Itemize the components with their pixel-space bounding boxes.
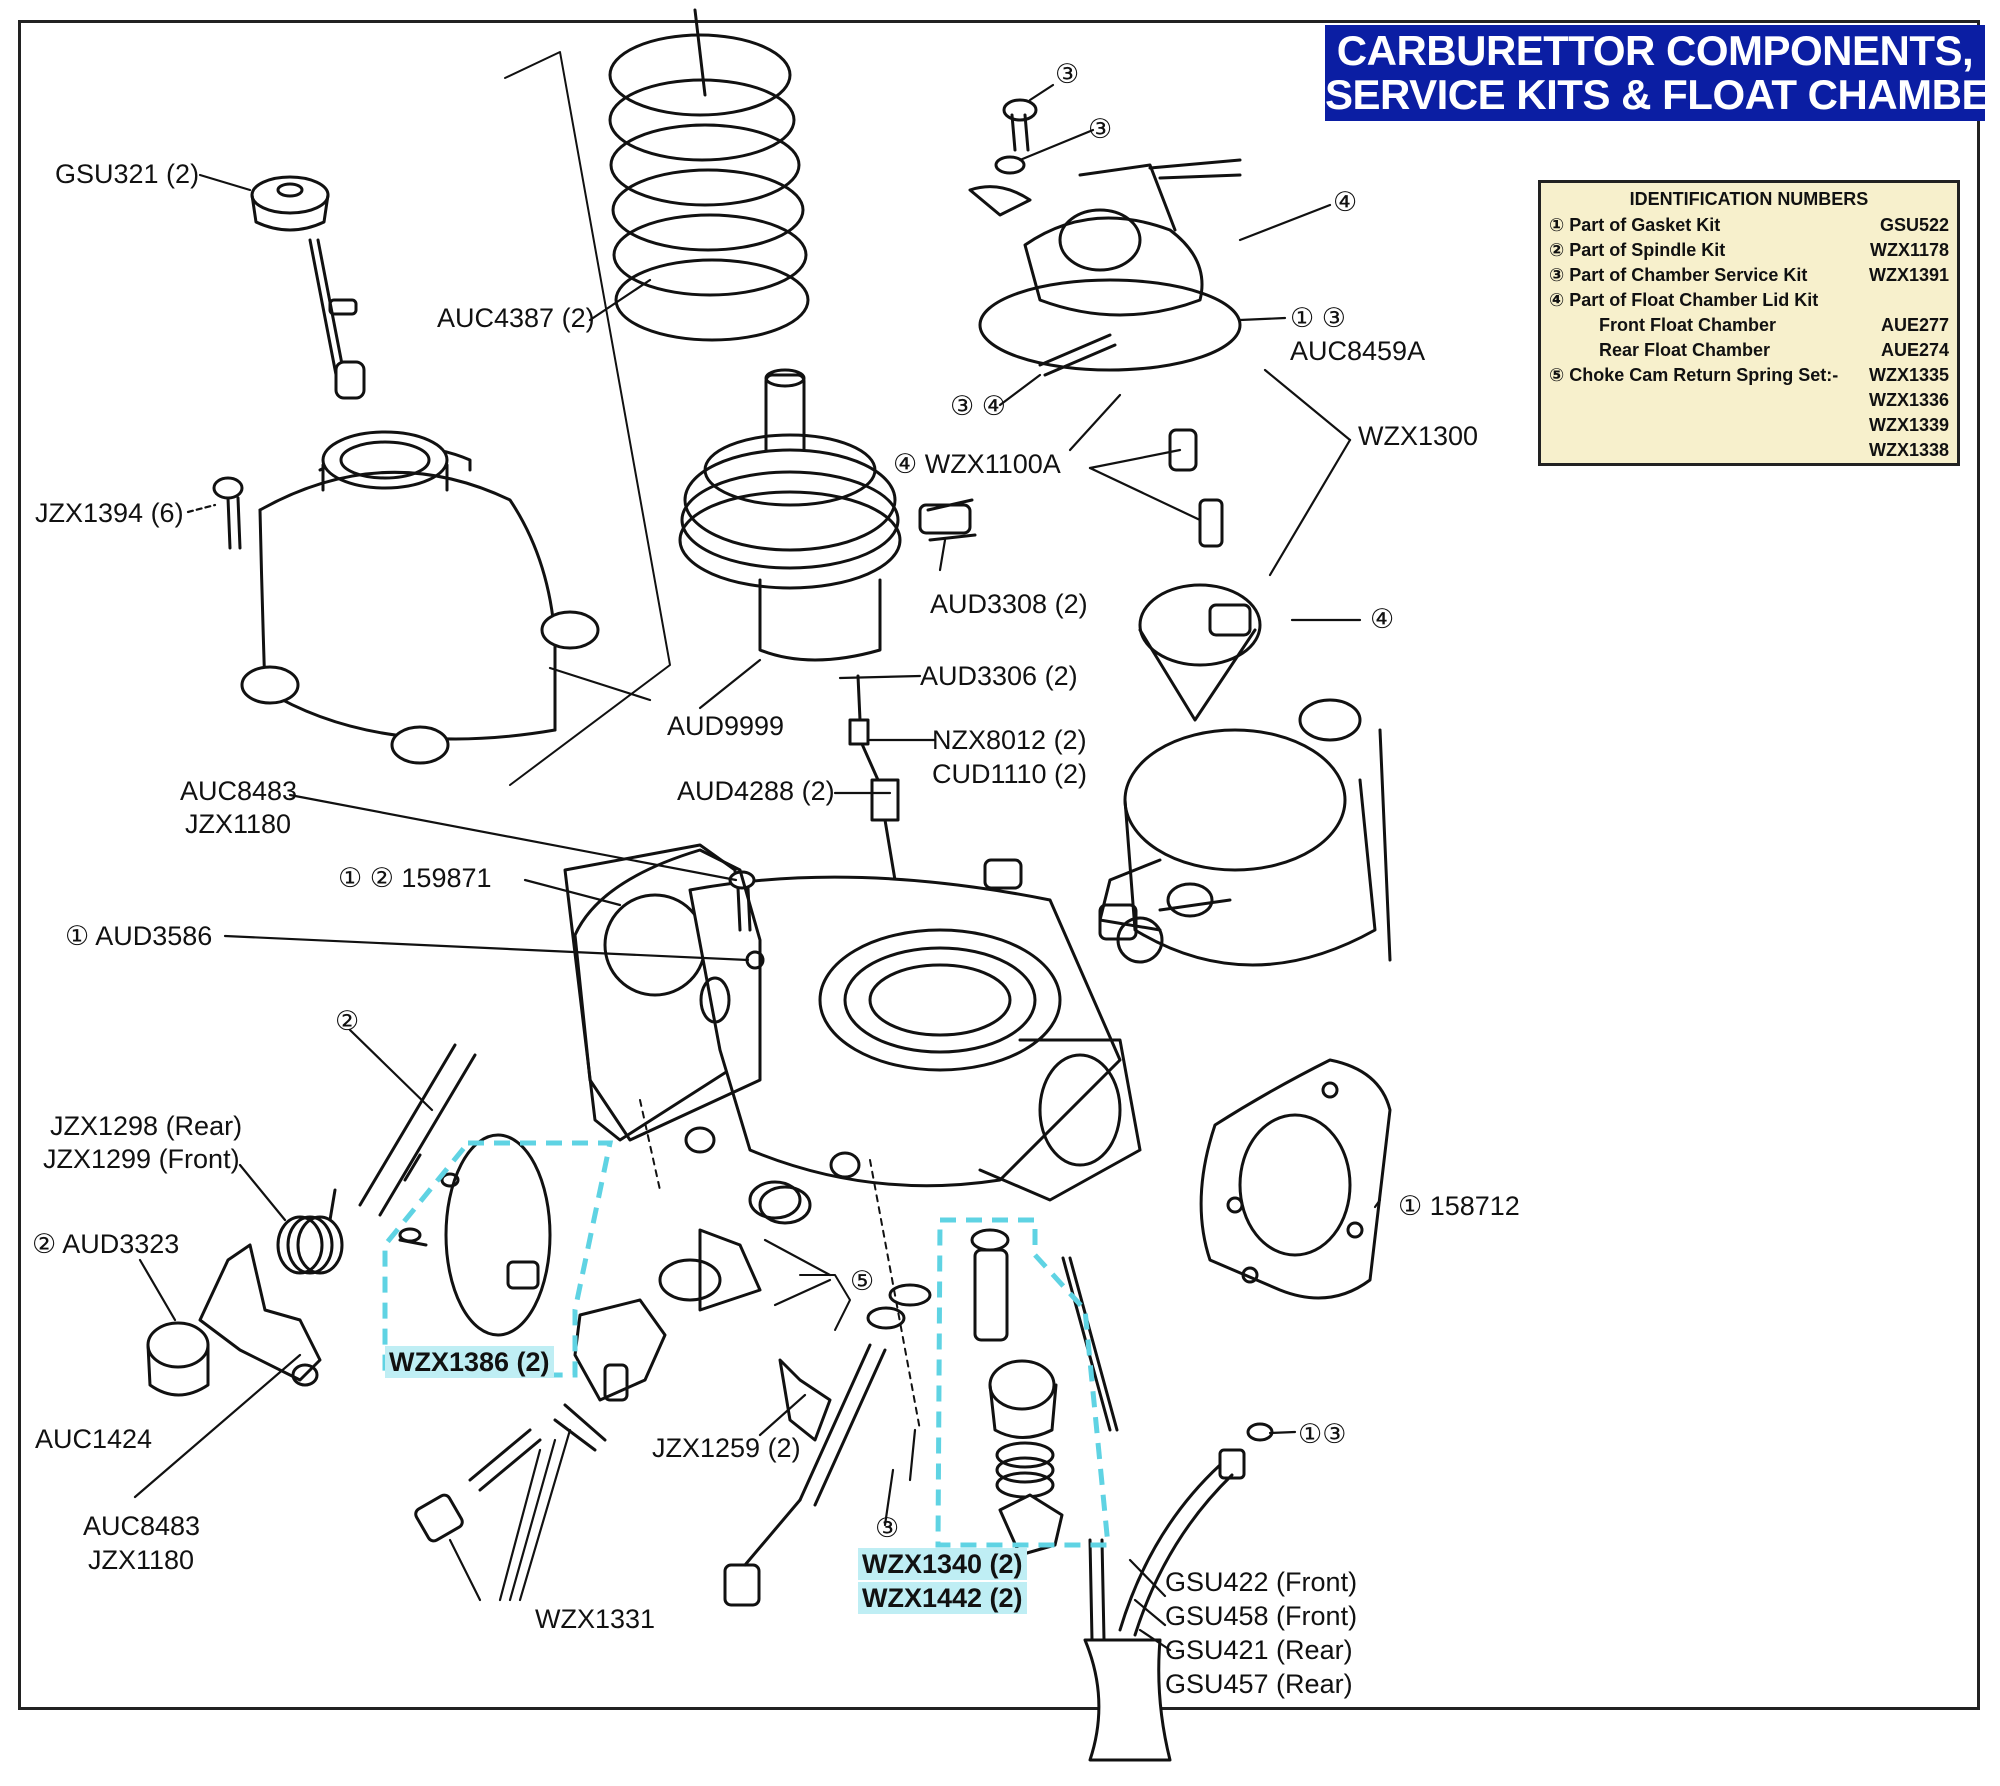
carburettor-body (563, 843, 1232, 1202)
label-washer-kit-mark: ③ (875, 1513, 900, 1543)
float-chamber-body (1098, 698, 1392, 967)
return-spring (276, 1188, 344, 1275)
kit-outline-wzx1340 (935, 1217, 1111, 1548)
label-gsu457: GSU457 (Rear) (1165, 1669, 1353, 1699)
label-pin-kit-mark: ③ ④ (950, 391, 1006, 421)
label-spindle-kit-mark: ② (335, 1006, 360, 1036)
chamber-screw (212, 476, 244, 550)
label-gsu321: GSU321 (2) (55, 159, 200, 189)
label-pipe-kit-mark: ①③ (1298, 1419, 1347, 1449)
label-aud4288: AUD4288 (2) (677, 776, 835, 806)
diagram-frame (18, 20, 1980, 1710)
id-row: WZX1339 (1868, 415, 1949, 435)
throttle-spindle (358, 1043, 477, 1217)
label-auc8483-top: AUC8483 (180, 776, 298, 806)
label-wzx1100a: ④ WZX1100A (893, 449, 1061, 479)
suction-chamber (240, 430, 600, 765)
label-aud9999: AUD9999 (667, 711, 785, 741)
id-row: ⑤ Choke Cam Return Spring Set:-WZX1335 (1549, 365, 1949, 385)
label-auc8483-bottom: AUC8483 (83, 1511, 201, 1541)
piston (678, 368, 902, 662)
label-gasket-kit-mark: ① ③ (1290, 303, 1346, 333)
label-aud3323: ② AUD3323 (32, 1229, 180, 1259)
float-chamber-lid (968, 98, 1242, 317)
label-jzx1299: JZX1299 (Front) (43, 1144, 240, 1174)
label-wzx1300: WZX1300 (1358, 421, 1479, 451)
label-jzx1180-top: JZX1180 (185, 809, 292, 839)
id-row: WZX1338 (1868, 440, 1949, 460)
label-auc1424: AUC1424 (35, 1424, 153, 1454)
throttle-disc (398, 1133, 552, 1337)
label-jzx1180-bottom: JZX1180 (88, 1545, 195, 1575)
needle-screw (918, 498, 977, 542)
label-screw-kit-mark-2: ③ (1088, 114, 1113, 144)
label-auc8459a: AUC8459A (1290, 336, 1426, 366)
label-aud3308: AUD3308 (2) (930, 589, 1088, 619)
label-lid-kit-mark: ④ (1333, 187, 1358, 217)
label-159871: ① ② 159871 (338, 863, 492, 893)
jet-assembly (970, 1228, 1119, 1557)
label-float-kit-mark: ④ (1370, 604, 1395, 634)
identification-numbers-table: IDENTIFICATION NUMBERS ① Part of Gasket … (1538, 180, 1960, 466)
id-table-heading: IDENTIFICATION NUMBERS (1629, 189, 1869, 209)
title-line-2: SERVICE KITS & FLOAT CHAMBERS (1325, 71, 2000, 118)
label-aud3306: AUD3306 (2) (920, 661, 1078, 691)
label-158712: ① 158712 (1398, 1191, 1520, 1221)
kit-outline-wzx1386 (382, 1140, 614, 1378)
id-row: WZX1336 (1868, 390, 1949, 410)
fast-idle-bolt (414, 1363, 629, 1543)
title-line-1: CARBURETTOR COMPONENTS, (1336, 27, 1974, 74)
label-gsu421: GSU421 (Rear) (1165, 1635, 1353, 1665)
label-jzx1394: JZX1394 (6) (35, 498, 184, 528)
label-jzx1298: JZX1298 (Rear) (50, 1111, 243, 1141)
label-gsu422: GSU422 (Front) (1165, 1567, 1358, 1597)
damper-cap (250, 175, 366, 400)
carb-gasket (573, 848, 762, 1142)
jet-needle-parts (848, 674, 900, 882)
float (1138, 583, 1262, 722)
label-screw-kit-mark-1: ③ (1055, 59, 1080, 89)
adjusting-bolt (723, 1283, 932, 1607)
label-wzx1340: WZX1340 (2) (858, 1548, 1027, 1580)
id-row: ④ Part of Float Chamber Lid Kit (1549, 290, 1819, 310)
side-gasket (1199, 1058, 1392, 1300)
label-wzx1386: WZX1386 (2) (385, 1346, 554, 1378)
label-wzx1331: WZX1331 (535, 1604, 656, 1634)
title-banner: CARBURETTOR COMPONENTS, SERVICE KITS & F… (1325, 25, 2000, 121)
label-wzx1442: WZX1442 (2) (858, 1582, 1027, 1614)
label-nzx8012: NZX8012 (2) (932, 725, 1087, 755)
label-cam-spring-mark: ⑤ (850, 1266, 875, 1296)
label-aud3586: ① AUD3586 (65, 921, 213, 951)
label-jzx1259: JZX1259 (2) (652, 1433, 801, 1463)
label-cud1110: CUD1110 (2) (932, 759, 1088, 789)
label-auc4387: AUC4387 (2) (437, 303, 595, 333)
label-gsu458: GSU458 (Front) (1165, 1601, 1358, 1631)
piston-spring (608, 8, 810, 342)
